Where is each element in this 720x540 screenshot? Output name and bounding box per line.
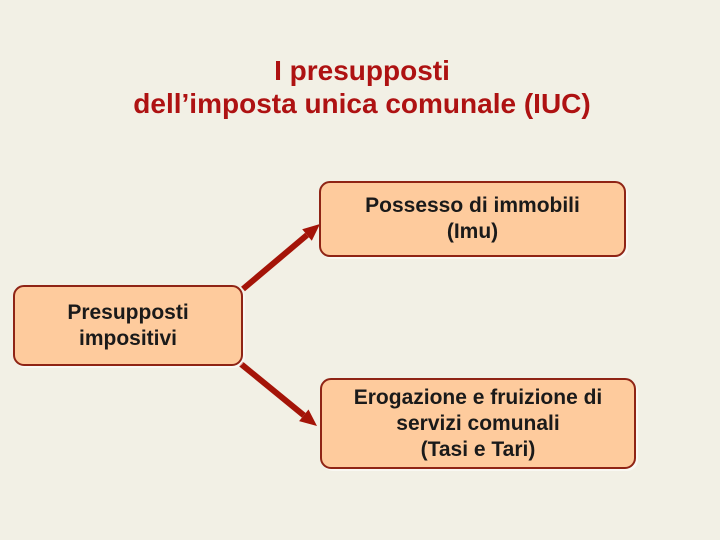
slide-title-line2: dell’imposta unica comunale (IUC): [133, 88, 591, 119]
possesso-immobili-line2: (Imu): [446, 220, 499, 243]
presupposti-impositivi-box: Presupposti impositivi: [13, 285, 243, 366]
slide-title-line1: I presupposti: [274, 55, 450, 86]
erogazione-servizi-box: Erogazione e fruizione di servizi comuna…: [320, 378, 636, 469]
erogazione-servizi-line2: servizi comunali: [396, 411, 560, 435]
arrow-to-imu: [241, 224, 320, 292]
arrow-to-tasi-tari: [239, 361, 317, 426]
possesso-immobili-box: Possesso di immobili (Imu): [319, 181, 626, 257]
slide-title: I presupposti dell’imposta unica comunal…: [0, 54, 720, 120]
presupposti-impositivi-line2: impositivi: [78, 326, 178, 350]
erogazione-servizi-line1: Erogazione e fruizione di: [353, 385, 603, 409]
erogazione-servizi-line3: (Tasi e Tari): [420, 437, 536, 461]
presupposti-impositivi-line1: Presupposti: [67, 300, 189, 324]
possesso-immobili-line1: Possesso di immobili: [365, 194, 580, 217]
